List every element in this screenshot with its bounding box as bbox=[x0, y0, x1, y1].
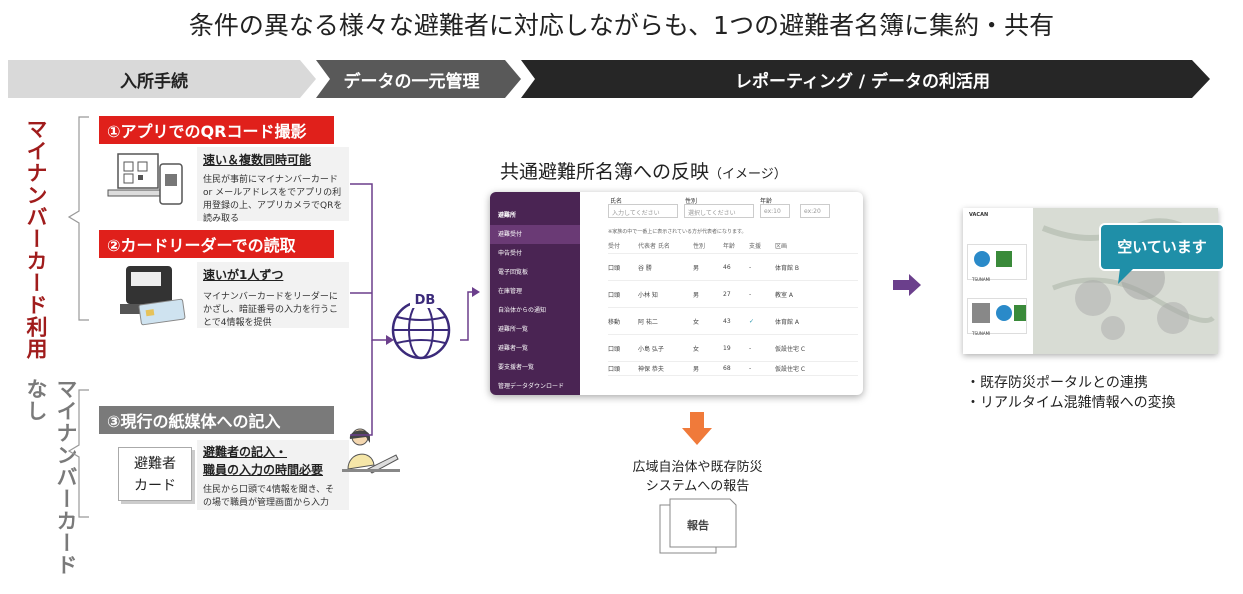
method-qr-desc: 速い＆複数同時可能 住民が事前にマイナンバーカード or メールアドレスをでアプ… bbox=[197, 147, 349, 224]
sidebar-item[interactable]: 電子回覧板 bbox=[498, 269, 529, 276]
report-documents-icon bbox=[659, 498, 737, 554]
phase-3-shape bbox=[521, 60, 1210, 98]
sidebar-item[interactable]: 避難受付 bbox=[490, 225, 580, 244]
method-qr-body: 住民が事前にマイナンバーカード or メールアドレスをでアプリの利用登録の上、ア… bbox=[203, 175, 343, 224]
phase-2-shape bbox=[316, 60, 521, 98]
staff-laptop-illustration bbox=[338, 425, 404, 483]
roster-title: 共通避難所名簿への反映（イメージ） bbox=[500, 157, 787, 184]
filter-label-age: 年齢 bbox=[760, 198, 773, 205]
method-reader-desc: 速いが1人ずつ マイナンバーカードをリーダーにかざし、暗証番号の入力を行うことで… bbox=[197, 262, 349, 328]
col-header: 受付 bbox=[608, 243, 621, 250]
phase-chevrons bbox=[8, 60, 1210, 98]
method-reader-head: 速いが1人ずつ bbox=[203, 268, 284, 282]
page-title: 条件の異なる様々な避難者に対応しながらも、1つの避難者名簿に集約・共有 bbox=[188, 11, 1055, 40]
shelter-card-1[interactable]: TSUNAMI bbox=[967, 244, 1027, 282]
method-reader-title: ②カードリーダーでの読取 bbox=[99, 230, 334, 258]
card-reader-illustration bbox=[118, 262, 188, 328]
vacancy-bubble-shape bbox=[1099, 223, 1225, 284]
phase-data-label: データの一元管理 bbox=[343, 71, 480, 92]
app-sidebar: 避難所 避難受付 申告受付 電子回覧板 在庫管理 自治体からの通知 避難所一覧 … bbox=[490, 192, 580, 395]
col-header: 代表者 氏名 bbox=[638, 243, 670, 250]
sidebar-item[interactable]: 在庫管理 bbox=[498, 288, 523, 295]
shelter-card-2-label: TSUNAMI bbox=[972, 331, 991, 336]
report-document-label: 報告 bbox=[687, 519, 709, 532]
col-header: 性別 bbox=[693, 243, 706, 250]
map-sidebar bbox=[963, 208, 1033, 354]
table-header: 受付 代表者 氏名 性別 年齢 支援 区画 bbox=[608, 238, 858, 254]
method-paper-title: ③現行の紙媒体への記入 bbox=[99, 406, 334, 434]
phase-intake-label: 入所手続 bbox=[120, 71, 188, 92]
filter-label-gender: 性別 bbox=[685, 198, 698, 205]
roster-app-screenshot: 避難所 避難受付 申告受付 電子回覧板 在庫管理 自治体からの通知 避難所一覧 … bbox=[490, 192, 863, 395]
name-input[interactable]: 入力してください bbox=[608, 204, 678, 218]
method-paper-desc: 避難者の記入・ 職員の入力の時間必要 住民から口頭で4情報を聞き、その場で職員が… bbox=[197, 440, 349, 510]
right-arrow-icon bbox=[893, 274, 921, 296]
report-text: 広域自治体や既存防災 システムへの報告 bbox=[620, 458, 775, 496]
method-qr-head: 速い＆複数同時可能 bbox=[203, 153, 312, 167]
table-note: ※家族の中で一番上に表示されている方が代表者になります。 bbox=[608, 229, 747, 235]
roster-title-main: 共通避難所名簿への反映 bbox=[500, 161, 710, 183]
phase-1-shape bbox=[8, 60, 316, 98]
sidebar-item[interactable]: 申告受付 bbox=[498, 250, 523, 257]
sidebar-item[interactable]: 自治体からの通知 bbox=[498, 307, 547, 314]
sidebar-item[interactable]: 要支援者一覧 bbox=[498, 364, 535, 371]
group-braces bbox=[67, 116, 89, 518]
qr-phone-illustration bbox=[104, 150, 194, 212]
map-brand: VACAN bbox=[969, 212, 989, 218]
method-paper-head-1: 避難者の記入・ bbox=[203, 445, 288, 459]
down-arrow-icon bbox=[682, 412, 712, 445]
sidebar-item[interactable]: 避難所一覧 bbox=[498, 326, 529, 333]
phase-report-label: レポーティング / データの利活用 bbox=[734, 71, 991, 92]
report-text-2: システムへの報告 bbox=[645, 479, 750, 494]
age-to-input[interactable]: ex:20 bbox=[800, 204, 830, 218]
col-header: 支援 bbox=[749, 243, 762, 250]
method-paper-body: 住民から口頭で4情報を聞き、その場で職員が管理画面から入力 bbox=[203, 485, 335, 508]
age-from-input[interactable]: ex:10 bbox=[760, 204, 790, 218]
shelter-icons bbox=[972, 303, 1026, 323]
bullet-item: ・既存防災ポータルとの連携 bbox=[966, 375, 1148, 391]
shelter-card-1-label: TSUNAMI bbox=[972, 277, 991, 282]
db-label: DB bbox=[410, 293, 440, 308]
feature-bullets: ・既存防災ポータルとの連携 ・リアルタイム混雑情報への変換 bbox=[966, 373, 1176, 413]
group-label-without-card: マイナンバーカードなし bbox=[24, 378, 78, 576]
sidebar-item[interactable]: 避難者一覧 bbox=[498, 345, 529, 352]
shelter-icons bbox=[974, 251, 1012, 267]
col-header: 年齢 bbox=[723, 243, 736, 250]
report-text-1: 広域自治体や既存防災 bbox=[632, 460, 763, 475]
group-label-with-card: マイナンバーカード利用 bbox=[24, 118, 48, 360]
method-qr-title: ①アプリでのQRコード撮影 bbox=[99, 116, 334, 144]
evacuee-card-label-1: 避難者 bbox=[134, 456, 176, 472]
shelter-card-2[interactable]: TSUNAMI bbox=[967, 298, 1027, 336]
vacancy-bubble-text: 空いています bbox=[1117, 238, 1207, 256]
method-paper-head-2: 職員の入力の時間必要 bbox=[203, 463, 324, 477]
filter-label-name: 氏名 bbox=[610, 198, 623, 205]
connectors-to-db bbox=[350, 183, 480, 436]
roster-title-sub: （イメージ） bbox=[709, 167, 787, 182]
evacuee-card-label-2: カード bbox=[134, 478, 176, 494]
gender-select[interactable]: 選択してください bbox=[684, 204, 754, 218]
bullet-item: ・リアルタイム混雑情報への変換 bbox=[966, 395, 1176, 411]
method-reader-body: マイナンバーカードをリーダーにかざし、暗証番号の入力を行うことで4情報を提供 bbox=[203, 292, 339, 328]
sidebar-header: 避難所 bbox=[498, 212, 517, 219]
evacuee-card-illustration: 避難者 カード bbox=[118, 447, 192, 501]
sidebar-item[interactable]: 管理データダウンロード bbox=[498, 383, 565, 390]
col-header: 区画 bbox=[775, 243, 788, 250]
